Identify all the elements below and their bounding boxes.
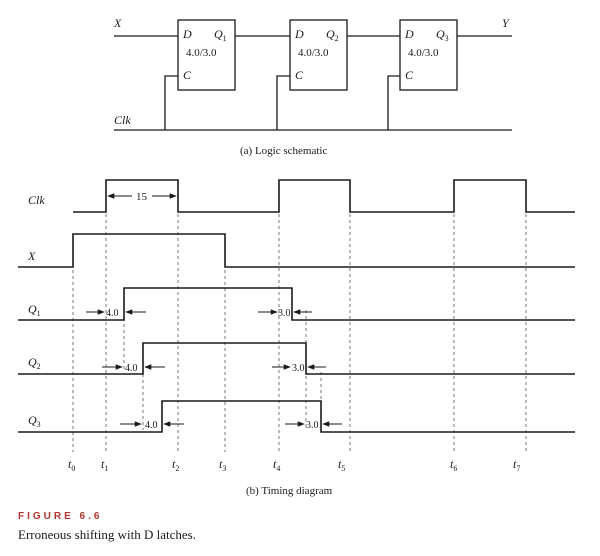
latch-2-q-label: Q2: [326, 27, 339, 43]
latch-2-c-label: C: [295, 68, 304, 82]
clk-width-label: 15: [136, 191, 148, 203]
time-marker-t6: t6: [450, 457, 457, 473]
time-marker-t5: t5: [338, 457, 345, 473]
latch-2-box: [289, 19, 348, 91]
latch-1-c-label: C: [183, 68, 192, 82]
schematic-y-label: Y: [502, 16, 510, 30]
latch-2-d-label: D: [294, 27, 304, 41]
timing-q1-label: Q1: [28, 302, 41, 318]
timing-caption: (b) Timing diagram: [246, 485, 333, 497]
schematic-caption: (a) Logic schematic: [240, 145, 327, 157]
time-marker-t7: t7: [513, 457, 520, 473]
clk-branch-1: [164, 75, 178, 130]
latch-3-d-label: D: [404, 27, 414, 41]
q3-waveform: [18, 400, 575, 433]
latch-3-delay: 4.0/3.0: [408, 47, 439, 59]
q2-fall-delay: 3.0: [292, 363, 305, 374]
schematic-x-label: X: [113, 16, 122, 30]
q1-rise-delay: 4.0: [106, 308, 119, 319]
timing-q2-label: Q2: [28, 355, 41, 371]
x-waveform: [18, 233, 575, 268]
time-marker-t4: t4: [273, 457, 280, 473]
latch-1-box: [177, 19, 236, 91]
time-marker-t0: t0: [68, 457, 75, 473]
time-marker-t3: t3: [219, 457, 226, 473]
latch-1-q-label: Q1: [214, 27, 227, 43]
latch-1-d-label: D: [182, 27, 192, 41]
q2-waveform: [18, 342, 575, 375]
clk-branch-2: [276, 75, 290, 130]
timing-clk-label: Clk: [28, 193, 45, 207]
schematic-clk-label: Clk: [114, 113, 131, 127]
time-marker-t1: t1: [101, 457, 108, 473]
time-guides: [72, 208, 527, 452]
time-marker-t2: t2: [172, 457, 179, 473]
q2-rise-delay: 4.0: [125, 363, 138, 374]
logic-schematic: [114, 19, 512, 131]
q1-fall-delay: 3.0: [278, 308, 291, 319]
q3-rise-delay: 4.0: [145, 420, 158, 431]
figure-caption: Erroneous shifting with D latches.: [18, 527, 196, 542]
timing-x-label: X: [27, 249, 36, 263]
q3-fall-delay: 3.0: [306, 420, 319, 431]
clk-waveform: [73, 179, 575, 213]
latch-3-box: [399, 19, 458, 91]
figure-label: FIGURE 6.6: [18, 511, 103, 522]
latch-3-c-label: C: [405, 68, 414, 82]
latch-3-q-label: Q3: [436, 27, 449, 43]
latch-2-delay: 4.0/3.0: [298, 47, 329, 59]
timing-q3-label: Q3: [28, 413, 41, 429]
q1-waveform: [18, 287, 575, 321]
clk-branch-3: [387, 75, 400, 130]
latch-1-delay: 4.0/3.0: [186, 47, 217, 59]
